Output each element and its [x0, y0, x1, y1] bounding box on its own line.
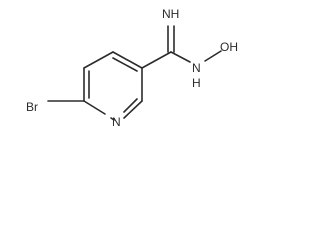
ring-bond-n1-c2: [123, 100, 143, 119]
ring-bond-c3-c4: [83, 51, 114, 69]
hydroxyl-bond: [204, 50, 222, 62]
ring-nitrogen-label: N: [112, 115, 121, 129]
amide-hydrogen-label: H: [192, 76, 201, 90]
hydroxyl-label: OH: [220, 40, 238, 54]
amide-nitrogen-label: N: [192, 61, 201, 75]
imine-label: NH: [162, 7, 179, 21]
ring-bond-c6-n1: [110, 117, 115, 121]
ring-bond-n1-c2-inner: [123, 98, 138, 113]
ring-bond-c5-c6: [83, 100, 106, 115]
ring-bond-c3-c3a: [112, 51, 143, 69]
carbon-amidine-bond: [141, 51, 172, 69]
ring-bond-c3-c3a-inner: [112, 57, 138, 72]
bromine-label: Br: [26, 100, 38, 114]
amide-bond: [170, 51, 191, 63]
chemical-structure-diagram: Br N NH N H OH: [26, 7, 238, 129]
